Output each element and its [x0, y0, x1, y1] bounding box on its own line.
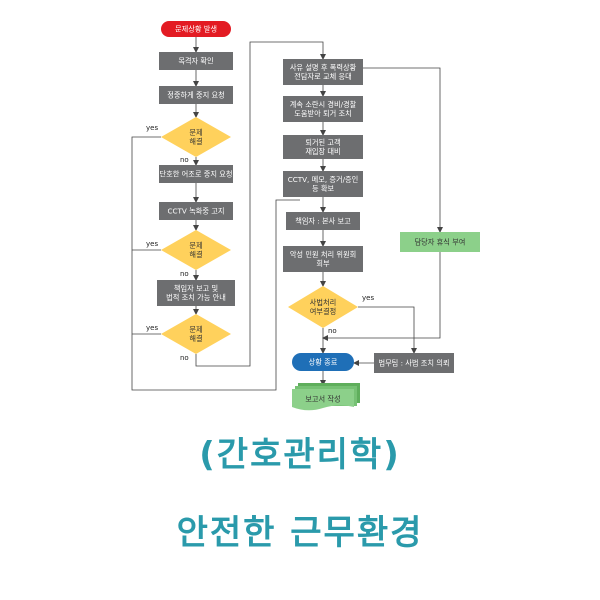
edge-label-yes-4: yes	[362, 294, 374, 302]
node-label: 재입장 대비	[305, 147, 340, 156]
node-label: 상황 종료	[309, 358, 338, 367]
edge-label-yes-2: yes	[146, 240, 158, 248]
node-box	[283, 171, 363, 197]
edge-label-no-4: no	[328, 327, 337, 335]
edge-label-yes-1: yes	[146, 124, 158, 132]
node-label: 해결	[189, 250, 202, 259]
node-document	[292, 389, 354, 411]
node-box	[159, 165, 233, 183]
node-report-hq: 책임자 : 본사 보고	[286, 212, 360, 230]
node-cctv-notice: CCTV 녹화중 고지	[159, 202, 233, 220]
node-box	[159, 202, 233, 220]
edge-dec3-no	[195, 41, 326, 367]
node-terminal	[292, 353, 354, 371]
node-box	[374, 353, 454, 373]
node-decision	[161, 314, 231, 354]
node-label: 단호한 어조로 중지 요청	[160, 170, 233, 179]
flowchart-edges	[131, 37, 443, 391]
node-write-report: 보고서 작성	[292, 383, 360, 411]
node-label: 문제	[189, 128, 202, 137]
node-label: 책임자 보고 및	[174, 284, 219, 293]
node-label: 담당자 휴식 부여	[415, 238, 466, 247]
node-terminal	[161, 21, 231, 37]
edge-label-no-2: no	[180, 270, 189, 278]
node-label: 목격자 확인	[178, 57, 213, 66]
node-label: CCTV 녹화중 고지	[168, 207, 225, 216]
node-label: 도움받아 퇴거 조치	[294, 109, 351, 118]
node-start: 문제상황 발생	[161, 21, 231, 37]
edge-dec4-yes	[358, 306, 417, 354]
node-label: 등 확보	[312, 184, 335, 193]
node-box	[159, 52, 233, 70]
node-label: 정중하게 중지 요청	[167, 91, 224, 100]
node-box	[286, 212, 360, 230]
node-label: 문제상황 발생	[175, 25, 217, 34]
node-rest-leave: 담당자 휴식 부여	[400, 232, 480, 252]
node-label: 책임자 : 본사 보고	[295, 217, 351, 226]
node-decision	[161, 117, 231, 157]
node-box	[157, 280, 235, 306]
node-label: 악성 민원 처리 위원회	[290, 250, 356, 259]
node-witness: 목격자 확인	[159, 52, 233, 70]
node-firm-stop: 단호한 어조로 중지 요청	[159, 165, 233, 183]
caption-subtitle: 안전한 근무환경	[176, 513, 424, 553]
edge-dec1-yes	[131, 136, 300, 391]
node-polite-stop: 정중하게 중지 요청	[159, 86, 233, 104]
node-box	[283, 59, 363, 85]
edge-label-yes-3: yes	[146, 324, 158, 332]
node-label: 법무팀 : 사법 조치 의뢰	[378, 359, 449, 368]
node-decision	[161, 230, 231, 270]
node-box	[159, 86, 233, 104]
node-box	[283, 96, 363, 122]
node-label: 보고서 작성	[305, 395, 340, 404]
node-label: 사유 설명 후 폭력상황	[290, 63, 357, 72]
edge-explain-rest	[363, 67, 443, 233]
node-label: 회부	[316, 259, 330, 268]
node-label: 문제	[189, 325, 202, 334]
node-label: 퇴거된 고객	[305, 138, 340, 147]
node-report-legal: 책임자 보고 및법적 조치 가능 안내	[157, 280, 235, 306]
node-secure-evidence: CCTV, 메모, 증거/증인등 확보	[283, 171, 363, 197]
node-label: 전담자로 교체 응대	[294, 72, 351, 81]
node-box	[400, 232, 480, 252]
node-legal-team: 법무팀 : 사법 조치 의뢰	[374, 353, 454, 373]
node-label: 법적 조치 가능 안내	[166, 293, 226, 302]
node-label: CCTV, 메모, 증거/증인	[288, 175, 359, 184]
flowchart-edge-labels: yes no yes no yes no yes no	[146, 124, 374, 362]
node-label: 여부결정	[310, 307, 336, 316]
node-label: 사법처리	[310, 298, 336, 307]
node-box	[283, 135, 363, 159]
edge-rest-end	[322, 252, 441, 341]
node-decision	[288, 286, 358, 328]
node-label: 계속 소란시 경비/경찰	[290, 100, 357, 109]
node-label: 문제	[189, 241, 202, 250]
node-box	[283, 246, 363, 272]
node-end: 상황 종료	[292, 353, 354, 371]
node-label: 해결	[189, 137, 202, 146]
node-label: 해결	[189, 334, 202, 343]
edge-label-no-1: no	[180, 156, 189, 164]
caption-title: (간호관리학)	[199, 435, 401, 475]
edge-label-no-3: no	[180, 354, 189, 362]
